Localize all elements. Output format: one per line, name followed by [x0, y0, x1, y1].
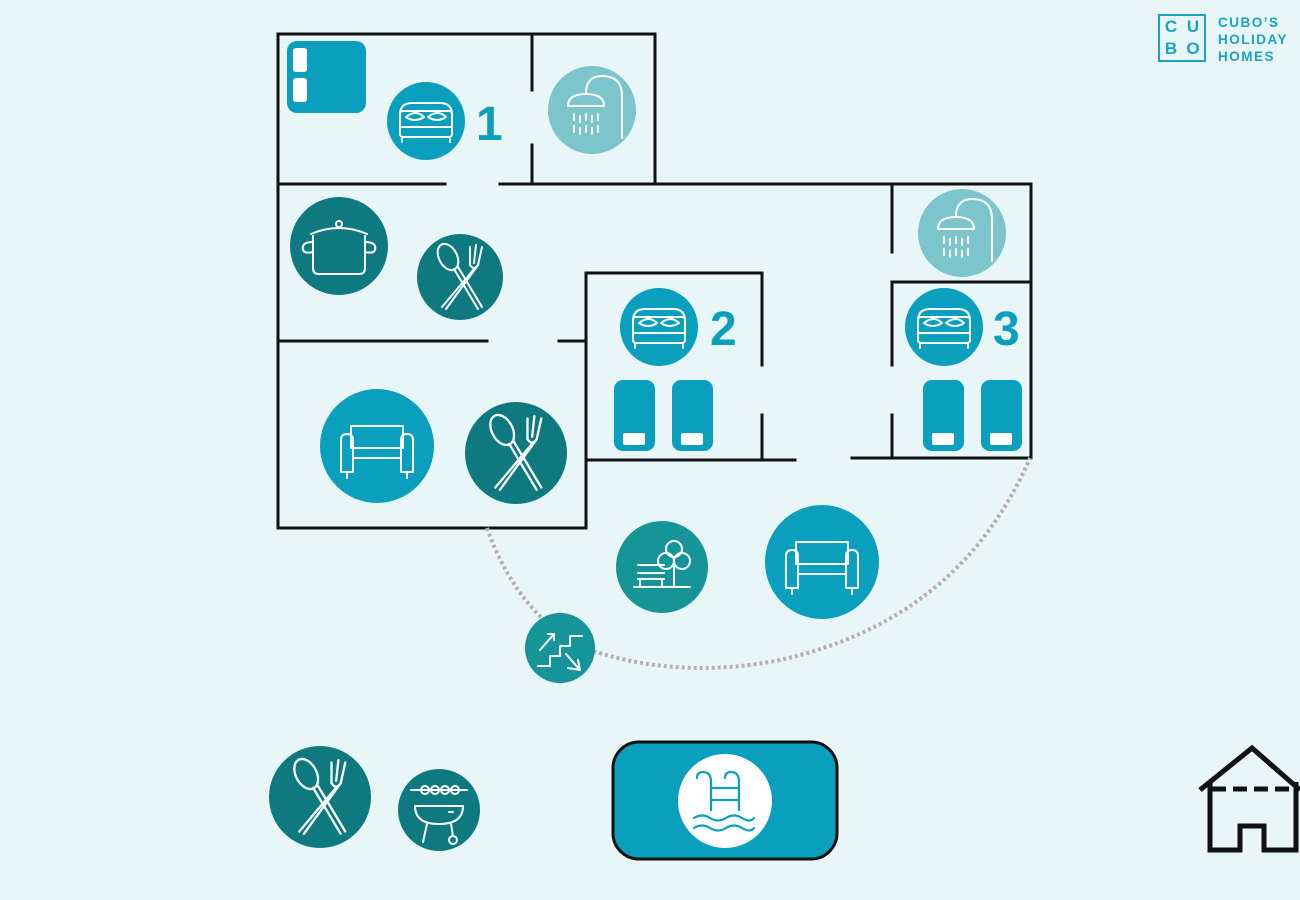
bed-icon [387, 82, 465, 160]
shower-icon [548, 66, 636, 154]
spoon-fork-icon [269, 746, 371, 848]
bedroom-3-number: 3 [993, 303, 1020, 356]
logo-letter: B [1164, 39, 1178, 58]
sofa-icon [765, 505, 879, 619]
walls [276, 32, 1033, 530]
pool-ladder-icon [692, 770, 756, 832]
spoon-fork-icon [465, 402, 567, 504]
stairs-icon [525, 613, 595, 683]
garden-boundary-path [485, 457, 1032, 670]
logo-letter: C [1164, 17, 1178, 36]
logo-line: HOLIDAY [1218, 32, 1289, 47]
bedroom-2-number: 2 [710, 303, 737, 356]
logo-wordmark: CUBO’S HOLIDAY HOMES [1218, 14, 1288, 65]
logo-letter: O [1186, 39, 1200, 58]
house-icon [1198, 744, 1300, 853]
single-bed-pair-room-1 [287, 41, 366, 113]
single-beds-room-2 [614, 380, 713, 451]
single-beds-room-3 [923, 380, 1022, 451]
garden-bench-tree-icon [616, 521, 708, 613]
logo-mark: C U B O [1158, 14, 1206, 62]
shower-icon [918, 189, 1006, 277]
logo-letter: U [1186, 17, 1200, 36]
logo-line: HOMES [1218, 49, 1276, 64]
bed-icon [905, 288, 983, 366]
bedroom-1-number: 1 [476, 98, 503, 151]
barbecue-icon [398, 769, 480, 851]
pool [611, 740, 839, 861]
sofa-icon [320, 389, 434, 503]
logo-line: CUBO’S [1218, 15, 1280, 30]
spoon-fork-icon [417, 234, 503, 320]
cooking-pot-icon [290, 197, 388, 295]
bed-icon [620, 288, 698, 366]
